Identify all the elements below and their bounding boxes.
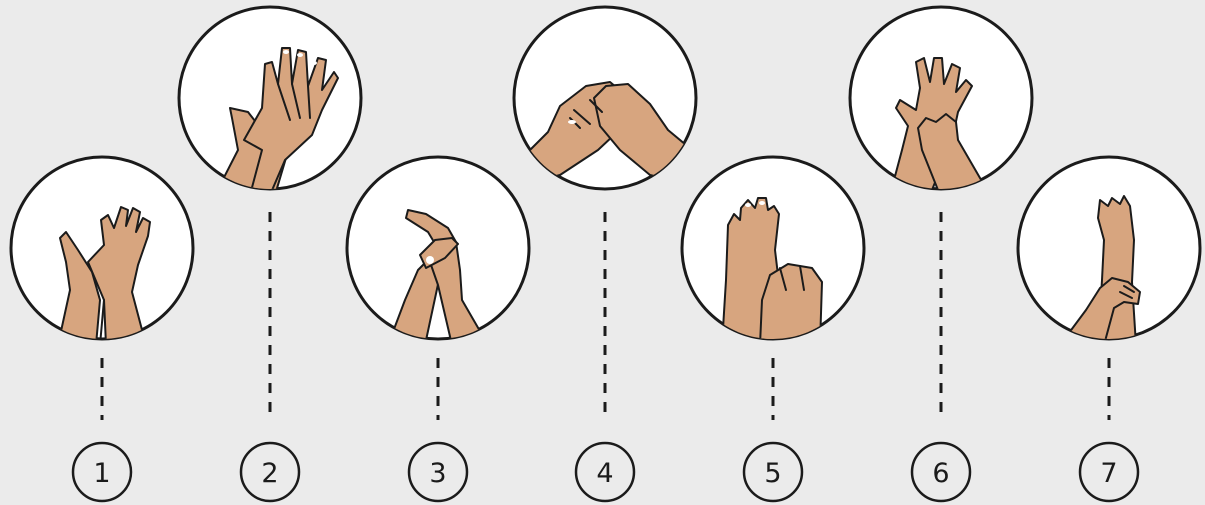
step-4-number: 4 <box>596 458 613 489</box>
step-5-number: 5 <box>764 458 781 489</box>
step-6: 6 <box>850 7 1032 501</box>
step-3: 3 <box>347 157 529 501</box>
step-1-number: 1 <box>93 458 110 489</box>
step-1: 1 <box>11 157 193 501</box>
step-7: 7 <box>1018 157 1200 501</box>
step-2: 2 <box>179 7 361 501</box>
step-4: 4 <box>514 7 696 501</box>
step-6-number: 6 <box>932 458 949 489</box>
step-5: 5 <box>682 157 864 501</box>
step-2-number: 2 <box>261 458 278 489</box>
step-7-number: 7 <box>1100 458 1117 489</box>
step-3-number: 3 <box>429 458 446 489</box>
